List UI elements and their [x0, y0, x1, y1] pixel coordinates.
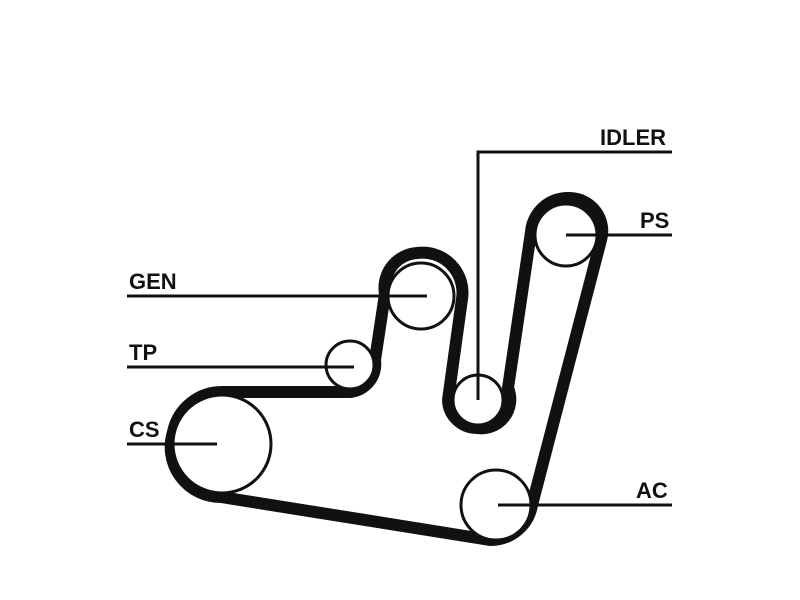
- serpentine-belt: [164, 191, 609, 547]
- gen-label: GEN: [129, 269, 177, 294]
- tp-label: TP: [129, 340, 157, 365]
- ps-label: PS: [640, 208, 669, 233]
- cs-label: CS: [129, 417, 160, 442]
- ac-label: AC: [636, 478, 668, 503]
- tp-pulley: [324, 339, 376, 391]
- idler-label: IDLER: [600, 125, 666, 150]
- idler-leader-line: [476, 150, 672, 400]
